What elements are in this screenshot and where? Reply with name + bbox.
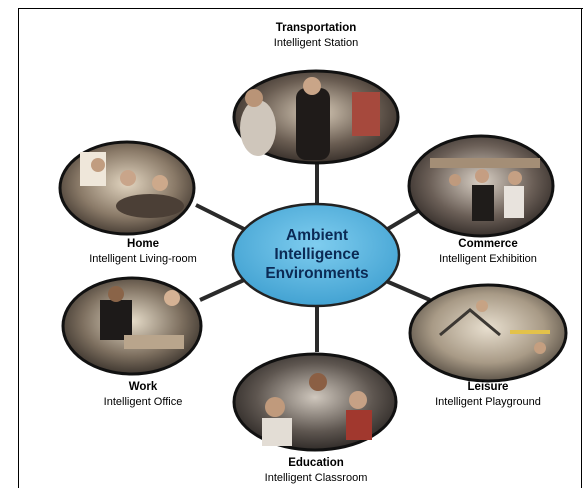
photo-commerce xyxy=(407,134,555,238)
label-commerce: Commerce Intelligent Exhibition xyxy=(398,237,578,267)
center-title-line2: Intelligence xyxy=(274,246,360,263)
photo-work xyxy=(61,276,203,376)
label-transportation-title: Transportation xyxy=(275,22,357,34)
center-title-line3: Environments xyxy=(265,265,369,282)
connector-work xyxy=(199,278,245,302)
label-commerce-title: Commerce xyxy=(458,238,518,250)
label-work-subtitle: Intelligent Office xyxy=(103,396,183,408)
frame-right-border xyxy=(581,8,582,488)
connector-home xyxy=(195,203,247,232)
photo-transportation xyxy=(232,69,400,165)
label-leisure: Leisure Intelligent Playground xyxy=(398,380,578,410)
frame-border xyxy=(18,8,583,488)
label-home-subtitle: Intelligent Living-room xyxy=(89,253,197,265)
label-leisure-subtitle: Intelligent Playground xyxy=(435,396,541,408)
label-commerce-subtitle: Intelligent Exhibition xyxy=(439,253,537,265)
label-leisure-title: Leisure xyxy=(467,381,509,393)
connector-leisure xyxy=(385,279,431,302)
label-education-title: Education xyxy=(288,457,344,469)
label-home: Home Intelligent Living-room xyxy=(53,237,233,267)
label-work-title: Work xyxy=(128,381,158,393)
label-education-subtitle: Intelligent Classroom xyxy=(264,472,368,484)
center-hub xyxy=(231,202,401,308)
label-education: Education Intelligent Classroom xyxy=(226,456,406,486)
photo-education xyxy=(232,352,398,452)
photo-leisure xyxy=(408,283,568,383)
center-title: Ambient Intelligence Environments xyxy=(232,226,402,283)
label-work: Work Intelligent Office xyxy=(53,380,233,410)
label-transportation-subtitle: Intelligent Station xyxy=(273,37,359,49)
label-home-title: Home xyxy=(127,238,159,250)
label-transportation: Transportation Intelligent Station xyxy=(226,21,406,51)
center-title-line1: Ambient xyxy=(286,227,348,244)
photo-home xyxy=(58,140,196,236)
